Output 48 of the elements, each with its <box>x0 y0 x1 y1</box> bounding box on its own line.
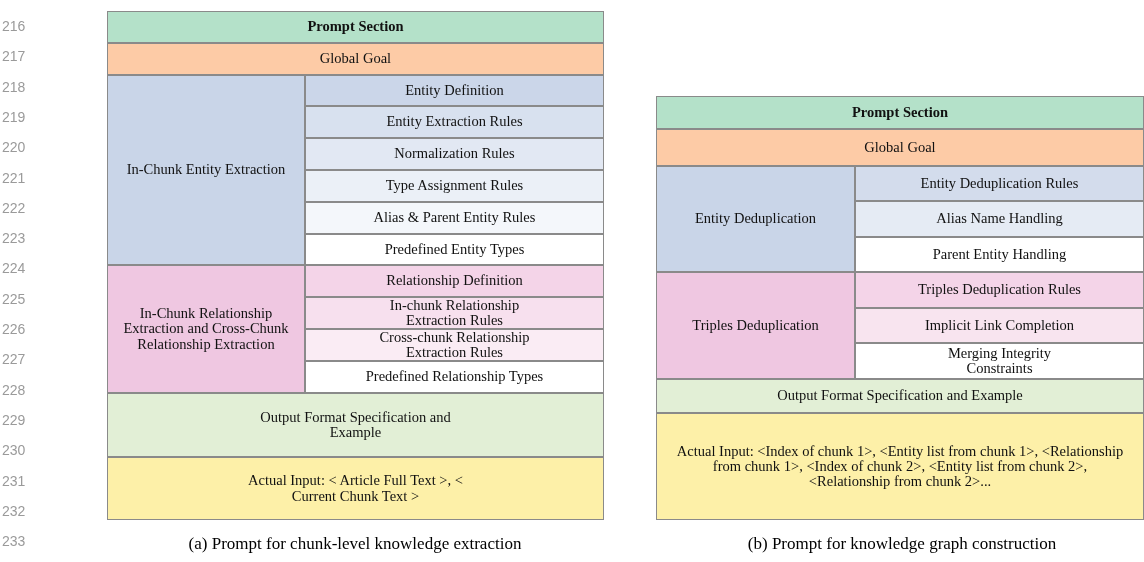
line-number: 232 <box>2 502 26 519</box>
table-cell: In-Chunk Entity Extraction <box>107 75 305 265</box>
table-cell: Prompt Section <box>107 11 604 43</box>
line-number: 229 <box>2 411 26 428</box>
table-cell: Normalization Rules <box>305 138 604 170</box>
table-cell: Predefined Relationship Types <box>305 361 604 393</box>
table-cell: Alias & Parent Entity Rules <box>305 202 604 234</box>
line-number: 222 <box>2 199 26 216</box>
line-number: 218 <box>2 78 26 95</box>
line-number: 221 <box>2 169 26 186</box>
figure-caption: (b) Prompt for knowledge graph construction <box>746 534 1058 554</box>
table-cell: Entity Definition <box>305 75 604 106</box>
line-number: 217 <box>2 48 26 65</box>
table-cell: Global Goal <box>656 129 1144 166</box>
line-number: 224 <box>2 260 26 277</box>
table-cell: Relationship Definition <box>305 265 604 297</box>
line-number: 216 <box>2 18 26 34</box>
table-cell: Prompt Section <box>656 96 1144 129</box>
figure-caption: (a) Prompt for chunk-level knowledge extraction <box>187 534 523 554</box>
line-number: 233 <box>2 533 26 550</box>
table-cell: Parent Entity Handling <box>855 237 1144 272</box>
line-number: 231 <box>2 472 26 489</box>
table-cell: Actual Input: <Index of chunk 1>, <Entity list from chunk 1>, <Relationship from chunk 1>, <Index of chunk 2>, <Entity list from chunk 2>, <Relationship from chunk 2>... <box>656 413 1144 520</box>
table-cell: Entity Deduplication <box>656 166 855 272</box>
table-cell: Entity Deduplication Rules <box>855 166 1144 201</box>
table-cell: In-chunk Relationship Extraction Rules <box>305 297 604 329</box>
table-cell: Alias Name Handling <box>855 201 1144 237</box>
table-cell: Cross-chunk Relationship Extraction Rules <box>305 329 604 361</box>
table-cell: Output Format Specification and Example <box>107 393 604 457</box>
table-cell: Merging Integrity Constraints <box>855 343 1144 379</box>
table-cell: Predefined Entity Types <box>305 234 604 265</box>
table-cell: Implicit Link Completion <box>855 308 1144 343</box>
line-number: 219 <box>2 108 26 125</box>
line-number: 226 <box>2 321 26 337</box>
table-cell: Triples Deduplication Rules <box>855 272 1144 308</box>
table-cell: Output Format Specification and Example <box>656 379 1144 413</box>
line-number: 220 <box>2 139 26 156</box>
line-number: 228 <box>2 381 26 398</box>
table-cell: Actual Input: < Article Full Text >, < Current Chunk Text > <box>107 457 604 520</box>
line-number: 223 <box>2 230 26 247</box>
table-cell: Type Assignment Rules <box>305 170 604 202</box>
table-cell: Global Goal <box>107 43 604 75</box>
line-number: 225 <box>2 290 26 307</box>
table-cell: Triples Deduplication <box>656 272 855 379</box>
line-number: 230 <box>2 442 26 459</box>
table-cell: Entity Extraction Rules <box>305 106 604 138</box>
line-number: 227 <box>2 351 26 368</box>
table-cell: In-Chunk Relationship Extraction and Cross-Chunk Relationship Extraction <box>107 265 305 393</box>
